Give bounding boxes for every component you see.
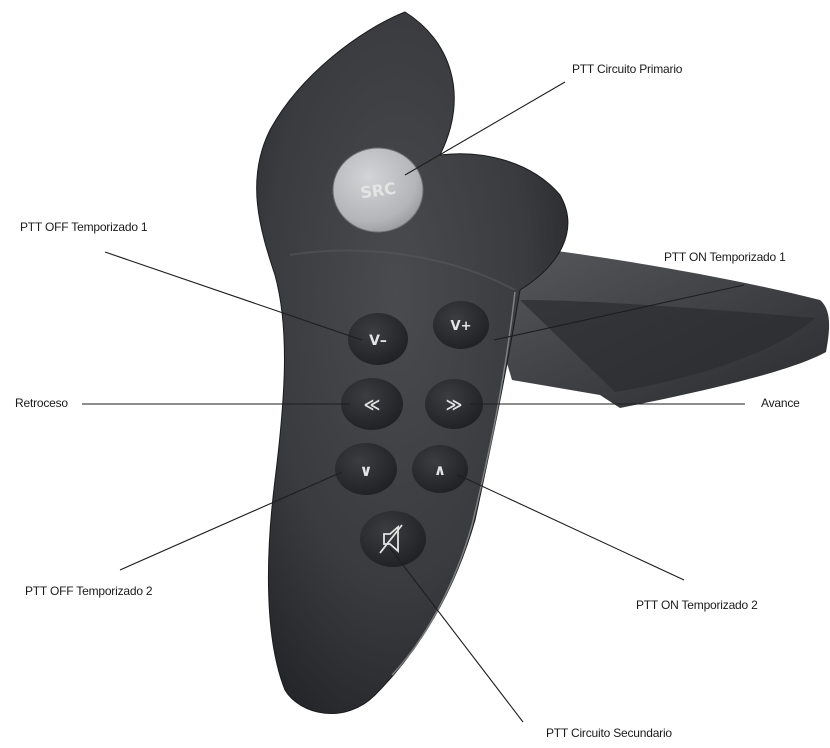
volume-up-label: V+ <box>451 319 472 334</box>
callout-ptt-off-2: PTT OFF Temporizado 2 <box>25 584 152 598</box>
mute-button[interactable] <box>360 511 426 567</box>
callout-avance: Avance <box>761 396 800 410</box>
volume-down-button[interactable]: V– <box>348 313 408 365</box>
down-label: ∨ <box>360 461 373 480</box>
rewind-button[interactable]: ≪ <box>341 378 403 430</box>
callout-ptt-on-1: PTT ON Temporizado 1 <box>664 250 786 264</box>
callout-retroceso: Retroceso <box>15 396 68 410</box>
callout-ptt-primario: PTT Circuito Primario <box>572 62 682 76</box>
up-button[interactable]: ∧ <box>412 445 468 493</box>
callout-ptt-off-1: PTT OFF Temporizado 1 <box>20 220 147 234</box>
src-button[interactable]: SRC <box>333 148 423 232</box>
up-label: ∧ <box>434 461 446 479</box>
volume-up-button[interactable]: V+ <box>433 301 489 349</box>
volume-down-label: V– <box>369 333 387 349</box>
rewind-label: ≪ <box>364 395 381 414</box>
callout-ptt-secundario: PTT Circuito Secundario <box>546 726 672 740</box>
forward-label: ≫ <box>446 395 463 414</box>
leader-ptt-on-2 <box>458 475 684 580</box>
down-button[interactable]: ∨ <box>335 443 397 495</box>
callout-ptt-on-2: PTT ON Temporizado 2 <box>636 598 758 612</box>
